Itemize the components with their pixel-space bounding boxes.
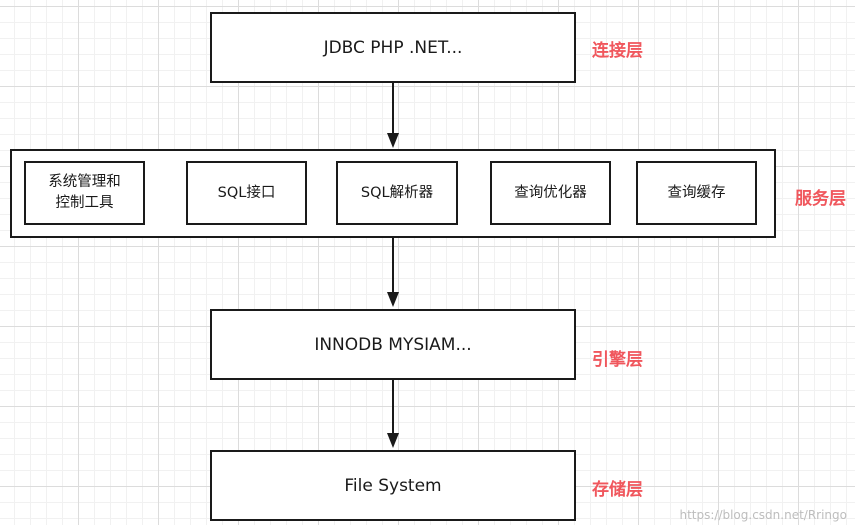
service-item-sql-interface: SQL接口 — [186, 161, 307, 225]
engine-layer-label: 引擎层 — [592, 350, 643, 370]
engine-layer-box: INNODB MYSIAM... — [210, 309, 576, 380]
storage-layer-text: File System — [344, 475, 442, 496]
engine-layer-text: INNODB MYSIAM... — [314, 334, 472, 355]
watermark: https://blog.csdn.net/Rringo — [679, 508, 847, 522]
connection-layer-box: JDBC PHP .NET... — [210, 12, 576, 83]
service-item-label: 查询优化器 — [514, 184, 587, 201]
service-item-query-optimizer: 查询优化器 — [490, 161, 611, 225]
connection-layer-text: JDBC PHP .NET... — [323, 37, 463, 58]
service-item-label: SQL接口 — [217, 184, 276, 201]
arrow-connection-to-service — [387, 83, 399, 148]
arrow-engine-to-storage — [387, 380, 399, 448]
service-layer-label: 服务层 — [795, 189, 846, 209]
service-item-system-management: 系统管理和 控制工具 — [24, 161, 145, 225]
service-item-query-cache: 查询缓存 — [636, 161, 757, 225]
service-item-label: 查询缓存 — [667, 184, 726, 201]
connection-layer-label: 连接层 — [592, 41, 643, 61]
service-item-sql-parser: SQL解析器 — [336, 161, 458, 225]
arrow-service-to-engine — [387, 238, 399, 307]
storage-layer-box: File System — [210, 450, 576, 521]
storage-layer-label: 存储层 — [592, 480, 643, 500]
service-item-label: SQL解析器 — [360, 184, 434, 201]
service-item-label: 系统管理和 控制工具 — [48, 174, 121, 211]
